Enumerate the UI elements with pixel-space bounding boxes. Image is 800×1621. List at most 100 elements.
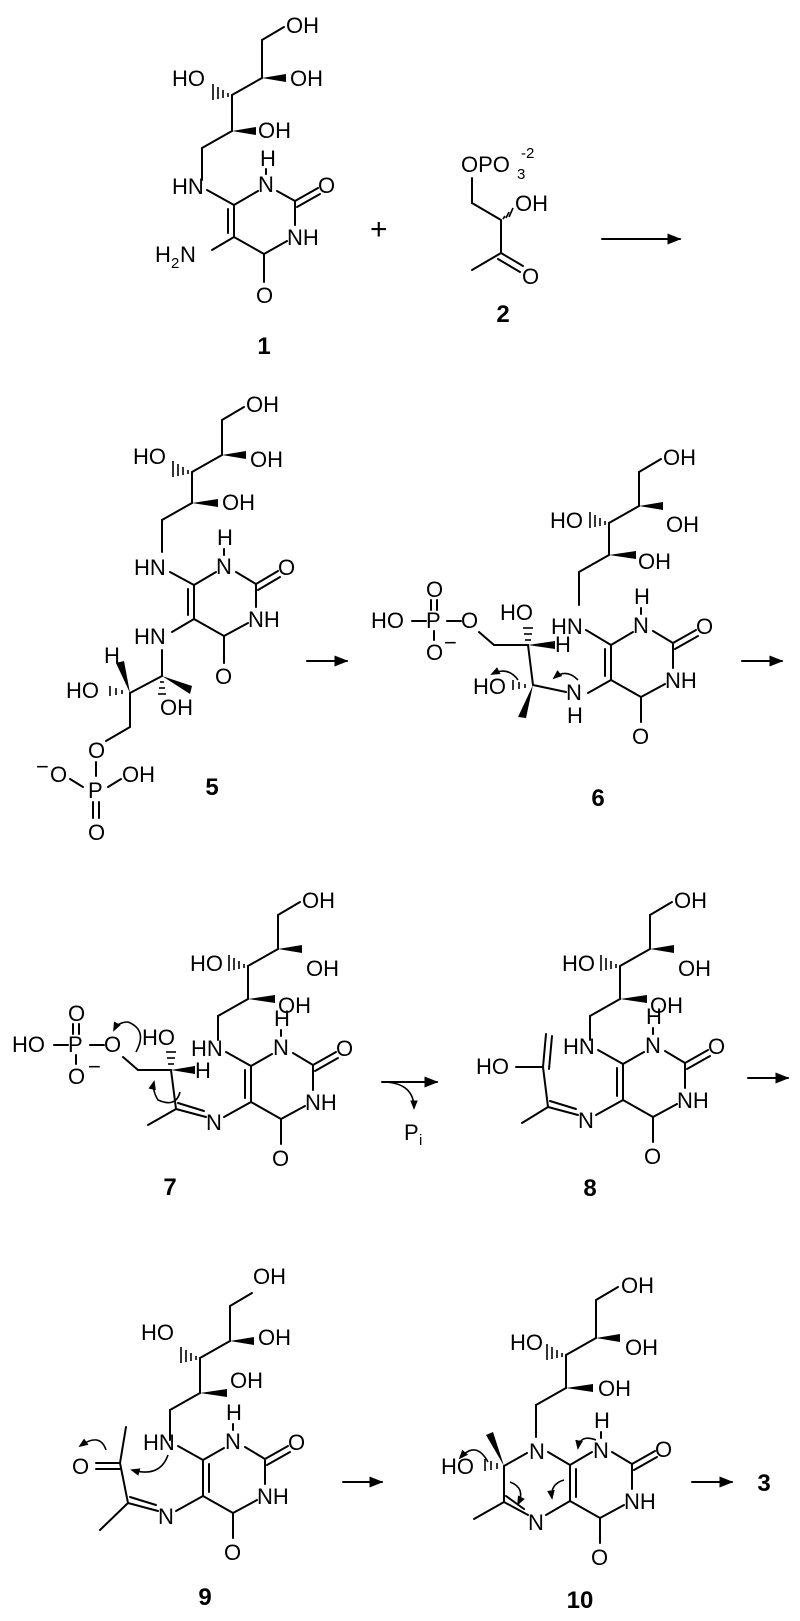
o-label: O — [88, 738, 105, 763]
o-label: O — [68, 1064, 85, 1089]
oh-label: OH — [621, 1273, 654, 1298]
h-label: H — [217, 525, 233, 550]
compound-label-2: 2 — [496, 301, 509, 328]
h-label: H — [567, 703, 583, 728]
n-label: N — [566, 680, 582, 705]
n-label: N — [206, 1110, 222, 1135]
oh-label: OH — [302, 888, 335, 913]
o-label: O — [655, 1437, 672, 1462]
ho-label: HO — [190, 951, 223, 976]
ho-label: HO — [473, 674, 506, 699]
o-label: O — [68, 1001, 85, 1026]
oh-label: OH — [250, 447, 283, 472]
o-label: O — [272, 1146, 289, 1171]
n-label: N — [578, 1108, 594, 1133]
n-label: N — [528, 1510, 544, 1535]
oh-label: OH — [230, 1368, 263, 1393]
hn-label: HN — [134, 555, 166, 580]
o-label: O — [426, 577, 443, 602]
opo3-charge: -2 — [521, 145, 534, 162]
oh-label: OH — [625, 1335, 658, 1360]
o-label: O — [256, 283, 273, 308]
ho-label: HO — [133, 444, 166, 469]
oh-label: OH — [663, 445, 696, 470]
h-label: H — [260, 146, 276, 171]
oh-label: OH — [678, 956, 711, 981]
nh-label: NH — [287, 225, 319, 250]
minus-charge: − — [36, 754, 49, 779]
ho-label: HO — [142, 1025, 175, 1050]
minus-charge: − — [444, 630, 457, 655]
phosphate-byproduct-p: P — [404, 1120, 419, 1145]
hn-label: HN — [551, 614, 583, 639]
oh-label: OH — [306, 956, 339, 981]
h-label: H — [104, 643, 120, 668]
o-label: O — [278, 555, 295, 580]
elimination-arrow: P i — [381, 1076, 439, 1149]
compound-label-3: 3 — [757, 1470, 770, 1497]
ho-label: HO — [66, 678, 99, 703]
ho-label: HO — [510, 1330, 543, 1355]
opo3-subscript: 3 — [517, 166, 525, 183]
oh-label: OH — [638, 549, 671, 574]
h-label: H — [555, 632, 571, 657]
compound-label-1: 1 — [257, 333, 270, 360]
o-label: O — [72, 1454, 89, 1479]
compound-6: OH HO OH OH HN N H O NH O N H HO H — [371, 445, 713, 749]
o-label: O — [696, 614, 713, 639]
oh-label: OH — [666, 512, 699, 537]
plus-sign: + — [370, 213, 388, 246]
compound-7: OH HO OH OH HN N H O NH O N H HO — [12, 888, 353, 1171]
ho-label: HO — [441, 1454, 474, 1479]
h-label: H — [195, 1058, 211, 1083]
h-label: H — [646, 1004, 662, 1029]
ho-label: HO — [371, 608, 404, 633]
nh-label: NH — [677, 1088, 709, 1113]
oh-label: OH — [286, 13, 319, 38]
o-label: O — [215, 664, 232, 689]
oh-label: OH — [598, 1376, 631, 1401]
o-label: O — [708, 1034, 725, 1059]
opo3-label: OPO — [461, 152, 510, 177]
oh-label: OH — [290, 66, 323, 91]
oh-label: OH — [278, 993, 311, 1018]
compound-label-8: 8 — [583, 1175, 596, 1202]
n-label: N — [273, 1035, 289, 1060]
oh-label: OH — [258, 1325, 291, 1350]
nh-label: NH — [624, 1489, 656, 1514]
compound-label-10: 10 — [567, 1587, 594, 1614]
n-label: N — [216, 554, 232, 579]
o-label: O — [288, 1430, 305, 1455]
p-label: P — [426, 608, 441, 633]
o-label: O — [88, 820, 105, 845]
o-label: O — [104, 1032, 121, 1057]
h2n-h: H — [155, 242, 171, 267]
ho-label: HO — [562, 951, 595, 976]
compound-9: OH HO OH OH HN N H O NH O N O — [72, 1264, 305, 1565]
compound-label-6: 6 — [591, 785, 604, 812]
hn-label: HN — [563, 1034, 595, 1059]
o-label: O — [224, 1540, 241, 1565]
phosphate-byproduct-i: i — [419, 1132, 422, 1149]
h-label: H — [274, 1006, 290, 1031]
nh-label: NH — [665, 668, 697, 693]
h-label: H — [594, 1408, 610, 1433]
ho-label: HO — [12, 1032, 45, 1057]
n-label: N — [633, 613, 649, 638]
ho-label: HO — [141, 1320, 174, 1345]
oh-label: OH — [222, 490, 255, 515]
o-label: O — [461, 608, 478, 633]
n-label: N — [645, 1033, 661, 1058]
h-label: H — [226, 1400, 242, 1425]
oh-label: OH — [246, 392, 279, 417]
oh-label: OH — [253, 1264, 286, 1289]
nh-label: NH — [305, 1090, 337, 1115]
o-label: O — [318, 173, 335, 198]
p-label: P — [68, 1032, 83, 1057]
o-label: O — [336, 1036, 353, 1061]
oh-label: OH — [160, 695, 193, 720]
o-label: O — [50, 762, 67, 787]
o-label: O — [426, 640, 443, 665]
ho-label: HO — [172, 66, 205, 91]
